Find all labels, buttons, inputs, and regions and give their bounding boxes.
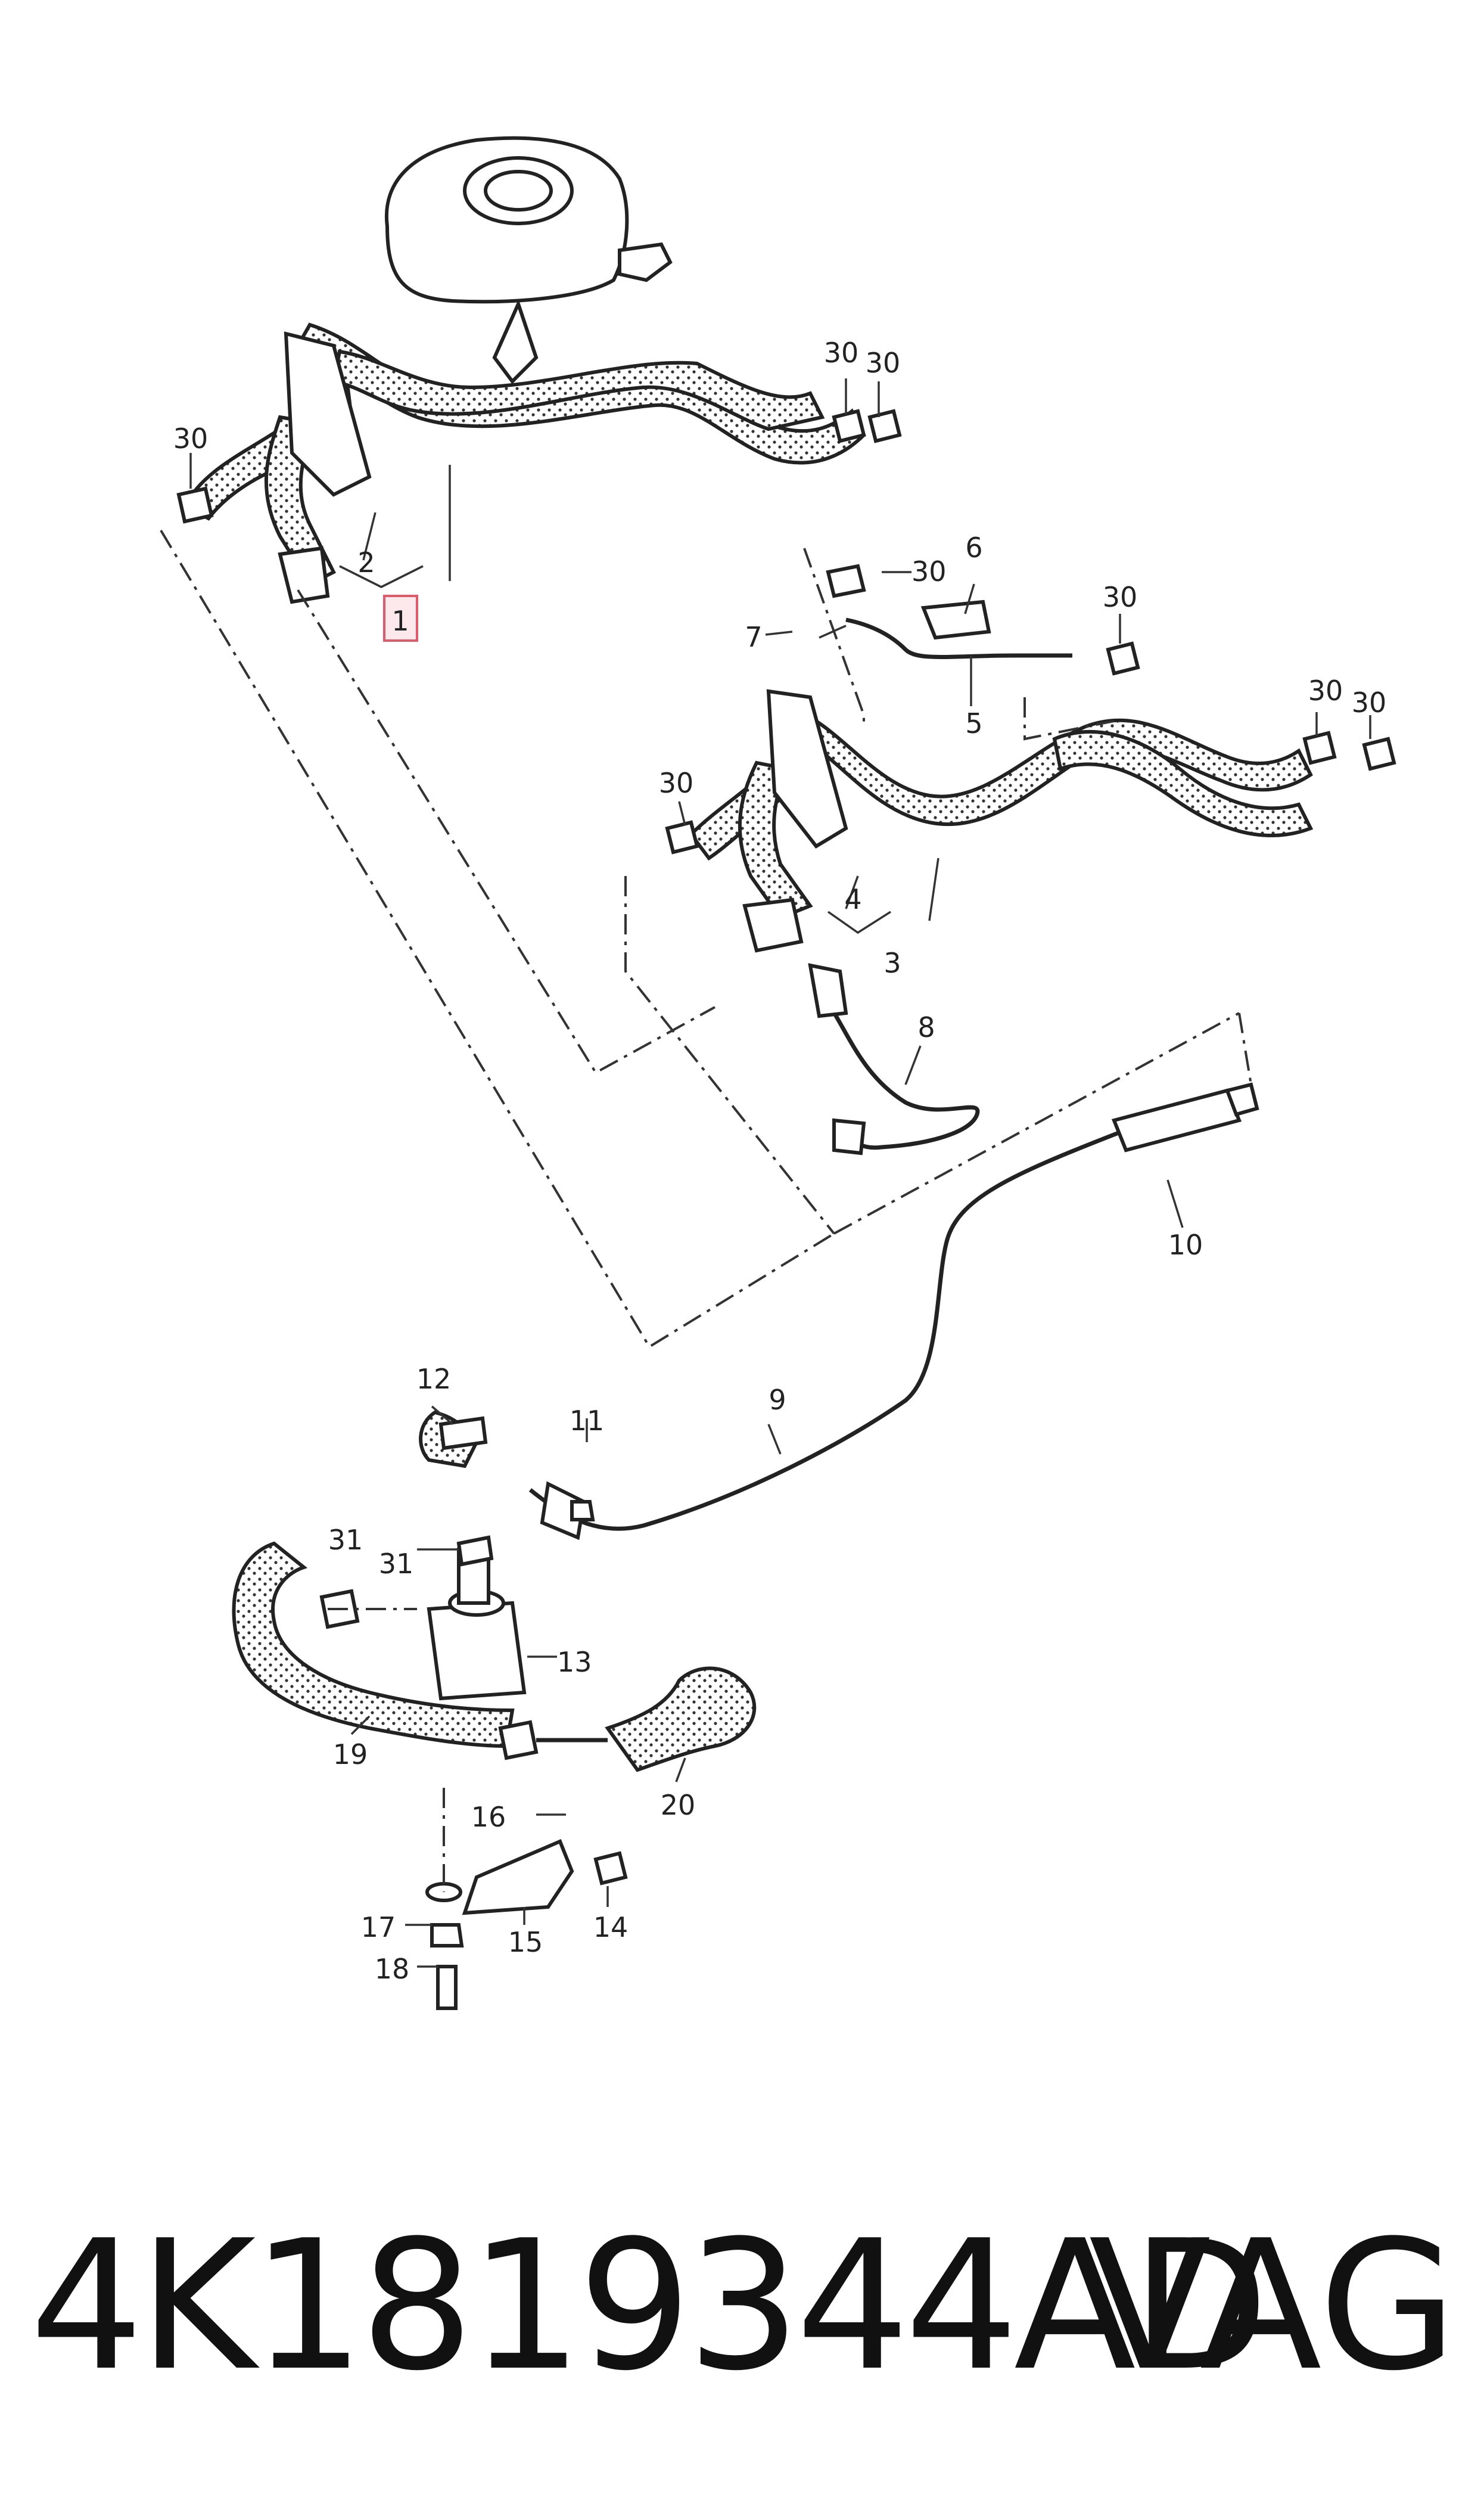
callout-30c[interactable]: 30 [866,347,901,379]
callout-7[interactable]: 7 [745,621,762,653]
callout-16[interactable]: 16 [471,1801,506,1833]
callout-20[interactable]: 20 [661,1789,696,1821]
callout-30a[interactable]: 30 [173,423,209,455]
callout-6[interactable]: 6 [965,532,982,564]
coolant-pipe-8 [808,963,980,1156]
callout-31a[interactable]: 31 [328,1524,363,1556]
callout-9[interactable]: 9 [769,1384,786,1416]
callout-30e[interactable]: 30 [1103,581,1138,613]
coolant-pipe-5 [845,600,1072,659]
callout-31b[interactable]: 31 [379,1548,414,1580]
callout-19[interactable]: 19 [333,1738,368,1771]
callout-10[interactable]: 10 [1168,1229,1203,1261]
callout-11[interactable]: 11 [570,1405,605,1437]
hose-assembly-3 [689,689,1314,953]
callout-18[interactable]: 18 [375,1953,410,1985]
coolant-expansion-tank [384,136,673,384]
callout-13[interactable]: 13 [557,1646,592,1678]
callout-30f[interactable]: 30 [1308,675,1343,707]
part-number-label: 4K1819344AD [30,2202,1269,2410]
coolant-pump-assembly [232,1410,757,2010]
highlight-box [383,595,418,642]
callout-8[interactable]: 8 [917,1011,935,1043]
coolant-pipe-9 [528,1082,1259,1540]
callout-4[interactable]: 4 [844,883,861,915]
callout-30b[interactable]: 30 [824,337,859,369]
connection-lines [160,529,1252,1892]
brand-label: VAG [1088,2202,1457,2410]
callout-30h[interactable]: 30 [659,767,694,799]
callout-12[interactable]: 12 [416,1363,452,1395]
callout-1[interactable]: 1 [391,605,409,637]
callout-labels: 1 2 30 30 30 30 6 7 30 5 30 30 30 4 3 8 … [173,337,1387,1985]
leader-lines [189,378,1371,1968]
callout-30d[interactable]: 30 [911,555,947,588]
callout-14[interactable]: 14 [593,1911,629,1943]
hose-assembly-1 [182,322,866,604]
callout-3[interactable]: 3 [883,947,901,979]
callout-30g[interactable]: 30 [1352,687,1387,719]
callout-5[interactable]: 5 [965,707,982,740]
parts-diagram: 1 2 30 30 30 30 6 7 30 5 30 30 30 4 3 8 … [160,136,1396,2010]
callout-15[interactable]: 15 [508,1926,543,1958]
callout-17[interactable]: 17 [361,1911,396,1943]
callout-2[interactable]: 2 [357,546,375,579]
hose-clamps [176,409,1396,1760]
